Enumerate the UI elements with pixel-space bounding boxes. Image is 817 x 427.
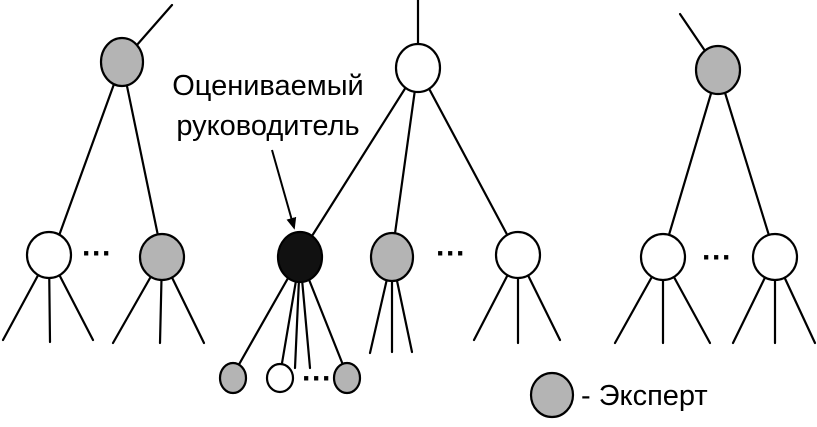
left-root-to-child-2 bbox=[120, 60, 164, 257]
nodes bbox=[25, 36, 799, 395]
middle-child-2-expert-node bbox=[369, 231, 415, 283]
subordinate-1-expert-node bbox=[218, 361, 248, 395]
right-root-to-child-1 bbox=[661, 68, 720, 257]
middle-root-to-evaluated bbox=[298, 66, 420, 257]
right-root-to-child-2 bbox=[716, 68, 777, 257]
left-root-to-child-1 bbox=[50, 60, 124, 257]
ellipsis-middle: ··· bbox=[436, 237, 466, 270]
subordinate-3-expert-node bbox=[332, 361, 362, 395]
right-child-2-node bbox=[751, 232, 799, 282]
right-root-expert-node bbox=[694, 44, 742, 96]
annotation-line-2: руководитель bbox=[176, 110, 359, 142]
annotation-arrow bbox=[271, 149, 297, 230]
middle-root-to-child-3 bbox=[416, 66, 520, 257]
left-child-1-node bbox=[25, 230, 73, 280]
ellipsis-right: ··· bbox=[702, 241, 732, 274]
legend-expert-node bbox=[529, 371, 575, 419]
evaluated-manager-node bbox=[276, 230, 324, 284]
middle-child-3-node bbox=[494, 230, 542, 280]
subordinate-2-node bbox=[265, 362, 295, 394]
right-child-1-node bbox=[639, 232, 687, 282]
legend-expert-label: - Эксперт bbox=[581, 380, 708, 412]
left-root-expert-node bbox=[99, 36, 145, 88]
ellipsis-left: ··· bbox=[82, 237, 112, 270]
ellipsis-subordinates: ··· bbox=[302, 362, 332, 395]
middle-root-node bbox=[394, 42, 442, 94]
middle-root-to-child-2 bbox=[390, 66, 420, 257]
annotation-line-1: Оцениваемый bbox=[172, 70, 364, 102]
left-child-2-node bbox=[138, 232, 186, 282]
